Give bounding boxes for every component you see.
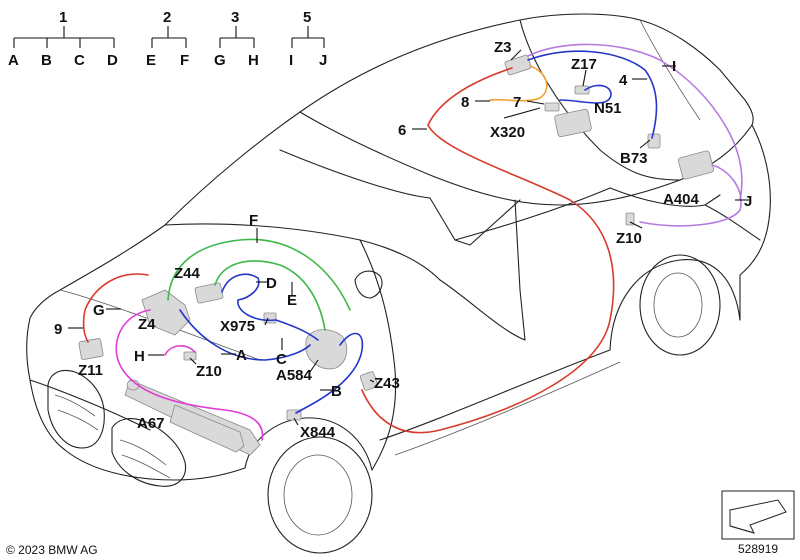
label-6: 6 — [398, 122, 406, 139]
label-z11: Z11 — [78, 362, 103, 379]
label-x320: X320 — [490, 124, 525, 141]
legend-group-5-tree — [291, 26, 325, 48]
x320-connector-icon — [544, 102, 560, 112]
wire-green-E — [214, 260, 326, 331]
a67-motor-icon — [169, 404, 245, 453]
z44-module-icon — [194, 282, 224, 304]
wire-blue-B — [295, 332, 364, 414]
wire-green-F — [167, 238, 351, 311]
label-C: C — [276, 351, 287, 368]
legend-group-2-tree — [151, 26, 187, 48]
n51-module-icon — [554, 108, 592, 138]
x975-connector-icon — [263, 312, 277, 324]
legend-item-F: F — [180, 52, 189, 69]
label-B: B — [331, 383, 342, 400]
z17-connector-icon — [574, 85, 590, 95]
label-9: 9 — [54, 321, 62, 338]
legend: 1 A B C D 2 E F 3 G H 5 I J — [8, 9, 327, 69]
wire-red-9 — [82, 273, 149, 343]
wire-red-6 — [361, 67, 615, 434]
legend-item-C: C — [74, 52, 85, 69]
legend-group-1-tree — [13, 26, 115, 48]
legend-item-G: G — [214, 52, 226, 69]
label-4: 4 — [619, 72, 628, 89]
label-H: H — [134, 348, 145, 365]
label-x844: X844 — [300, 424, 336, 441]
label-z3: Z3 — [494, 39, 512, 56]
z11-module-icon — [78, 338, 104, 360]
label-I: I — [672, 58, 676, 75]
wire-blue-z17-n51 — [559, 84, 612, 104]
wire-blue-D — [221, 273, 276, 322]
legend-item-B: B — [41, 52, 52, 69]
label-z17: Z17 — [571, 56, 597, 73]
view-direction-box — [721, 490, 795, 540]
diagram-number: 528919 — [738, 542, 778, 556]
label-7: 7 — [513, 94, 521, 111]
legend-group-2-number: 2 — [163, 9, 171, 26]
legend-item-E: E — [146, 52, 156, 69]
legend-item-I: I — [289, 52, 293, 69]
part-labels: Z3 Z17 4 I 8 7 N51 6 X320 B73 A404 J Z10… — [54, 39, 752, 441]
legend-group-1-number: 1 — [59, 9, 67, 26]
wiring-harnesses — [82, 43, 743, 441]
components — [78, 54, 715, 456]
wire-blue-A — [179, 309, 311, 361]
label-G: G — [93, 302, 105, 319]
label-z4: Z4 — [138, 316, 156, 333]
label-J: J — [744, 193, 752, 210]
legend-group-5-number: 5 — [303, 9, 311, 26]
label-D: D — [266, 275, 277, 292]
z4-module-icon — [141, 289, 191, 336]
legend-group-3-tree — [219, 26, 255, 48]
label-a584: A584 — [276, 367, 313, 384]
legend-item-J: J — [319, 52, 327, 69]
legend-item-H: H — [248, 52, 259, 69]
label-z44: Z44 — [174, 265, 201, 282]
b73-sensor-icon — [647, 133, 661, 149]
wire-blue-7 — [527, 50, 658, 139]
label-b73: B73 — [620, 150, 648, 167]
label-x975: X975 — [220, 318, 255, 335]
z10-front-connector-icon — [183, 351, 197, 361]
z10-rear-connector-icon — [625, 212, 635, 226]
label-a404: A404 — [663, 191, 700, 208]
label-8: 8 — [461, 94, 469, 111]
label-F: F — [249, 212, 258, 229]
wire-violet-I — [527, 43, 743, 201]
leader-lines — [68, 49, 749, 426]
legend-item-D: D — [107, 52, 118, 69]
label-E: E — [287, 292, 297, 309]
a404-module-icon — [677, 150, 715, 180]
legend-item-A: A — [8, 52, 19, 69]
wire-orange-8 — [489, 65, 548, 102]
wire-violet-J — [639, 164, 742, 227]
label-z10-rear: Z10 — [616, 230, 642, 247]
label-A: A — [236, 347, 247, 364]
label-z43: Z43 — [374, 375, 400, 392]
car-body-outline — [26, 13, 771, 554]
label-a67: A67 — [137, 415, 165, 432]
wire-magenta-H — [164, 345, 196, 356]
label-n51: N51 — [594, 100, 622, 117]
z3-module-icon — [504, 54, 532, 76]
z43-module-icon — [359, 371, 379, 391]
wire-magenta-G — [115, 309, 264, 441]
copyright: © 2023 BMW AG — [6, 543, 98, 557]
legend-group-3-number: 3 — [231, 9, 239, 26]
label-z10-front: Z10 — [196, 363, 222, 380]
wire-blue-C — [275, 319, 319, 341]
